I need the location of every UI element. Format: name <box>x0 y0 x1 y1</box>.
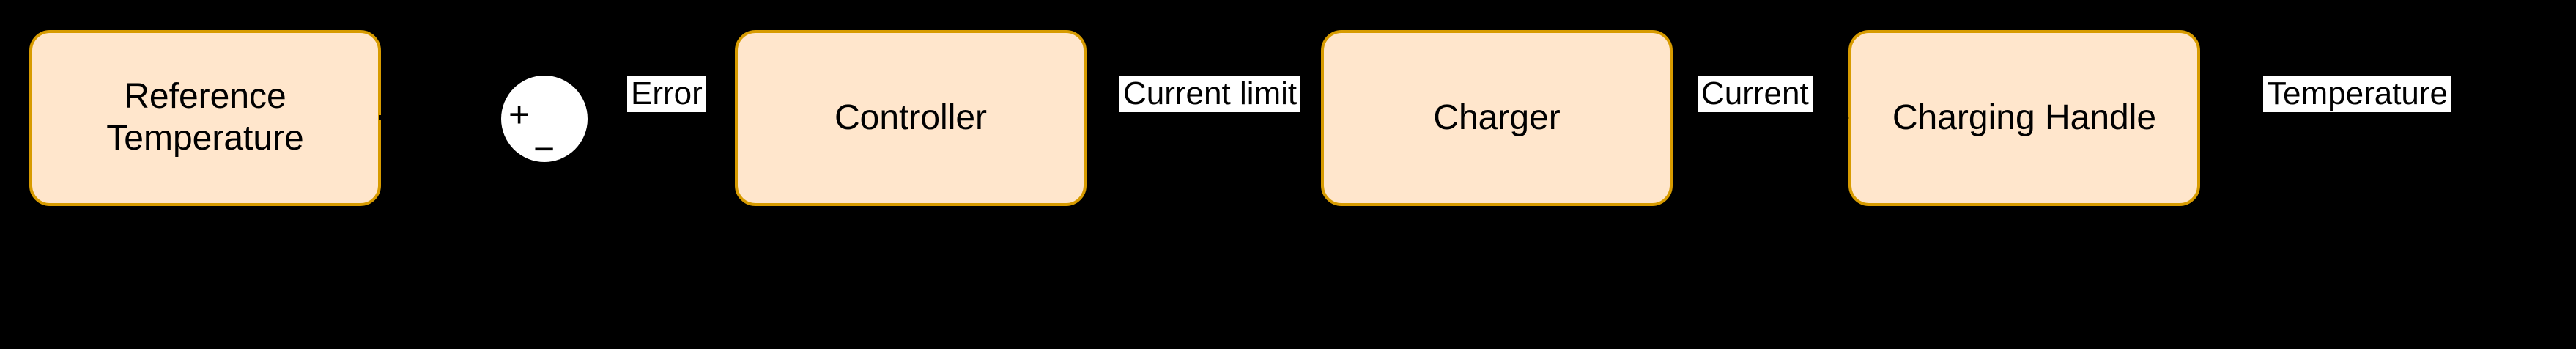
node-charging-handle: Charging Handle <box>1848 30 2200 206</box>
summing-junction-circle: + − <box>501 76 588 167</box>
node-controller: Controller <box>735 30 1087 206</box>
signal-label-temperature-text: Temperature <box>2267 76 2449 111</box>
signal-label-error-text: Error <box>631 76 703 111</box>
signal-label-current-limit: Current limit <box>1119 76 1301 112</box>
node-charging-handle-label: Charging Handle <box>1892 98 2157 137</box>
node-charger: Charger <box>1321 30 1673 206</box>
node-reference-temperature: Reference Temperature <box>29 30 381 206</box>
plus-sign: + <box>508 94 530 135</box>
minus-sign: − <box>533 128 555 169</box>
node-controller-label: Controller <box>834 98 988 137</box>
signal-label-current: Current <box>1698 76 1813 112</box>
signal-label-temperature: Temperature <box>2263 76 2452 112</box>
signal-label-current-limit-text: Current limit <box>1123 76 1298 111</box>
signal-label-error: Error <box>627 76 706 112</box>
node-reference-temperature-label: Reference Temperature <box>106 77 304 158</box>
signal-label-current-text: Current <box>1701 76 1809 111</box>
node-charger-label: Charger <box>1433 98 1561 137</box>
arrowhead-icon <box>1840 114 1849 122</box>
connector-stub-reference-output <box>379 115 387 120</box>
